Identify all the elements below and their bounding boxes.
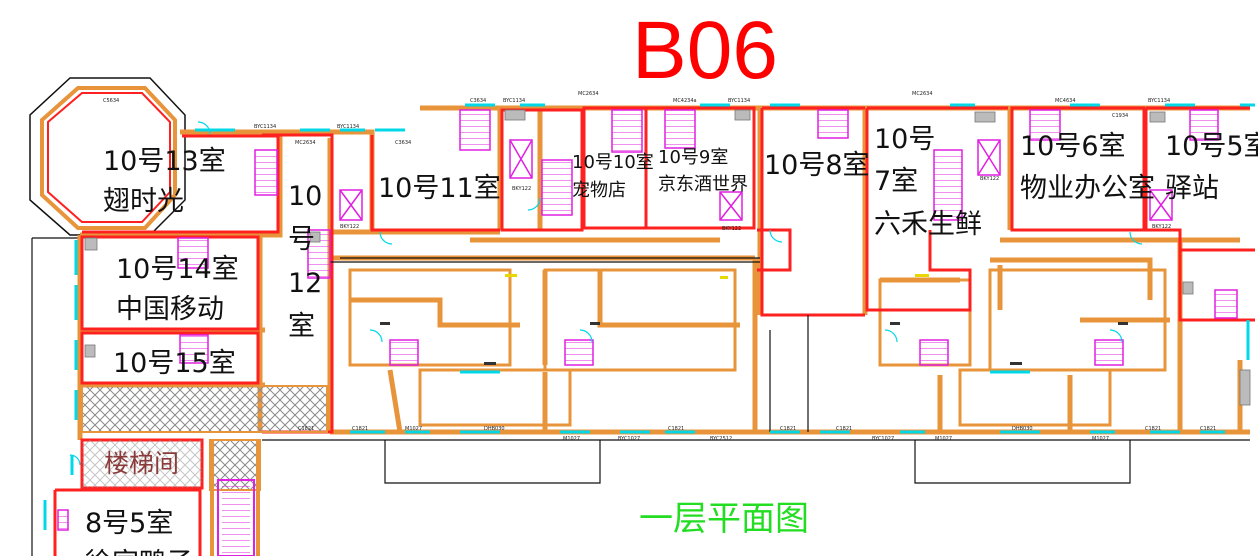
tag-label: MC2634 xyxy=(578,91,599,97)
tag-label: MC2634 xyxy=(912,91,933,97)
room-12-line3: 12 xyxy=(288,268,322,299)
tag-label: C1821 xyxy=(298,426,314,432)
room-13-name: 翅时光 xyxy=(103,186,184,217)
tag-label: BYC1134 xyxy=(337,124,359,130)
tag-label: C1821 xyxy=(352,426,368,432)
tag-label: BKY122 xyxy=(722,226,741,232)
plan-subtitle: 一层平面图 xyxy=(639,499,809,539)
tag-label: BYC1134 xyxy=(728,98,750,104)
room-10-number: 10号10室 xyxy=(572,152,654,173)
tag-label: M1027 xyxy=(935,436,952,442)
stair-strip xyxy=(210,440,260,556)
room-6-name: 物业办公室 xyxy=(1020,173,1155,204)
tag-label: BYC1134 xyxy=(254,124,276,130)
stairwell-label: 楼梯间 xyxy=(104,449,179,478)
room-7-line2: 7室 xyxy=(874,166,918,197)
window-marks xyxy=(43,103,1255,530)
room-13-number: 10号13室 xyxy=(103,146,226,177)
tag-label: DHB030 xyxy=(484,426,505,432)
tag-label: M1027 xyxy=(1092,436,1109,442)
room-9-number: 10号9室 xyxy=(658,147,728,168)
tag-label: C1821 xyxy=(1145,426,1161,432)
shaft-boxes xyxy=(339,139,1173,221)
tag-label: BYC1027 xyxy=(618,436,640,442)
room-6-number: 10号6室 xyxy=(1020,131,1126,162)
tag-label: M1027 xyxy=(405,426,422,432)
room-9-name: 京东酒世界 xyxy=(658,174,748,195)
component-tags: C5634 C3634 BYC1134 MC2634 MC4234a BYC11… xyxy=(103,91,1216,442)
tag-label: MC4234a xyxy=(673,98,697,104)
tag-label: BYC1134 xyxy=(503,98,525,104)
room-14-name: 中国移动 xyxy=(116,294,224,325)
room-12-line2: 号 xyxy=(288,224,315,255)
room-8-number: 10号8室 xyxy=(764,150,870,181)
stairs-group xyxy=(57,109,1238,531)
tag-label: BKY122 xyxy=(340,224,359,230)
tag-label: C1821 xyxy=(1200,426,1216,432)
room-5-name: 驿站 xyxy=(1165,173,1219,204)
room-10-name: 宠物店 xyxy=(572,180,626,201)
room-12-line1: 10 xyxy=(288,181,322,212)
tag-label: M1027 xyxy=(563,436,580,442)
tag-label: C3634 xyxy=(395,140,411,146)
tag-label: BYC2512 xyxy=(710,436,732,442)
tag-label: C1821 xyxy=(836,426,852,432)
tag-label: C5634 xyxy=(103,98,119,104)
room-5-number: 10号5室 xyxy=(1165,131,1258,162)
tag-label: BYC1027 xyxy=(872,436,894,442)
hatched-zone xyxy=(81,385,328,433)
room-15-number: 10号15室 xyxy=(113,348,236,379)
room-labels: 10号13室 翅时光 10号14室 中国移动 10号15室 10 号 12 室 … xyxy=(85,124,1258,556)
tag-label: MC4634 xyxy=(1055,98,1076,104)
tag-label: BKY122 xyxy=(1152,224,1171,230)
plan-title: B06 xyxy=(632,5,778,96)
room-14-number: 10号14室 xyxy=(116,254,239,285)
tag-label: C1934 xyxy=(1112,113,1128,119)
room-12-line4: 室 xyxy=(288,311,315,342)
tag-label: C1821 xyxy=(668,426,684,432)
tag-label: BKY122 xyxy=(980,176,999,182)
tag-label: BYC1134 xyxy=(1148,98,1170,104)
tag-label: C1821 xyxy=(780,426,796,432)
room-8-5-name: 徐家鸭子 xyxy=(85,548,193,556)
tag-label: DHB030 xyxy=(1012,426,1033,432)
tag-label: MC2634 xyxy=(295,140,316,146)
tag-label: BKY122 xyxy=(512,186,531,192)
room-7-name: 六禾生鲜 xyxy=(874,209,982,240)
room-8-5-number: 8号5室 xyxy=(85,508,173,539)
tag-label: C3634 xyxy=(470,98,486,104)
room-7-line1: 10号 xyxy=(874,124,935,155)
room-11-number: 10号11室 xyxy=(378,173,501,204)
